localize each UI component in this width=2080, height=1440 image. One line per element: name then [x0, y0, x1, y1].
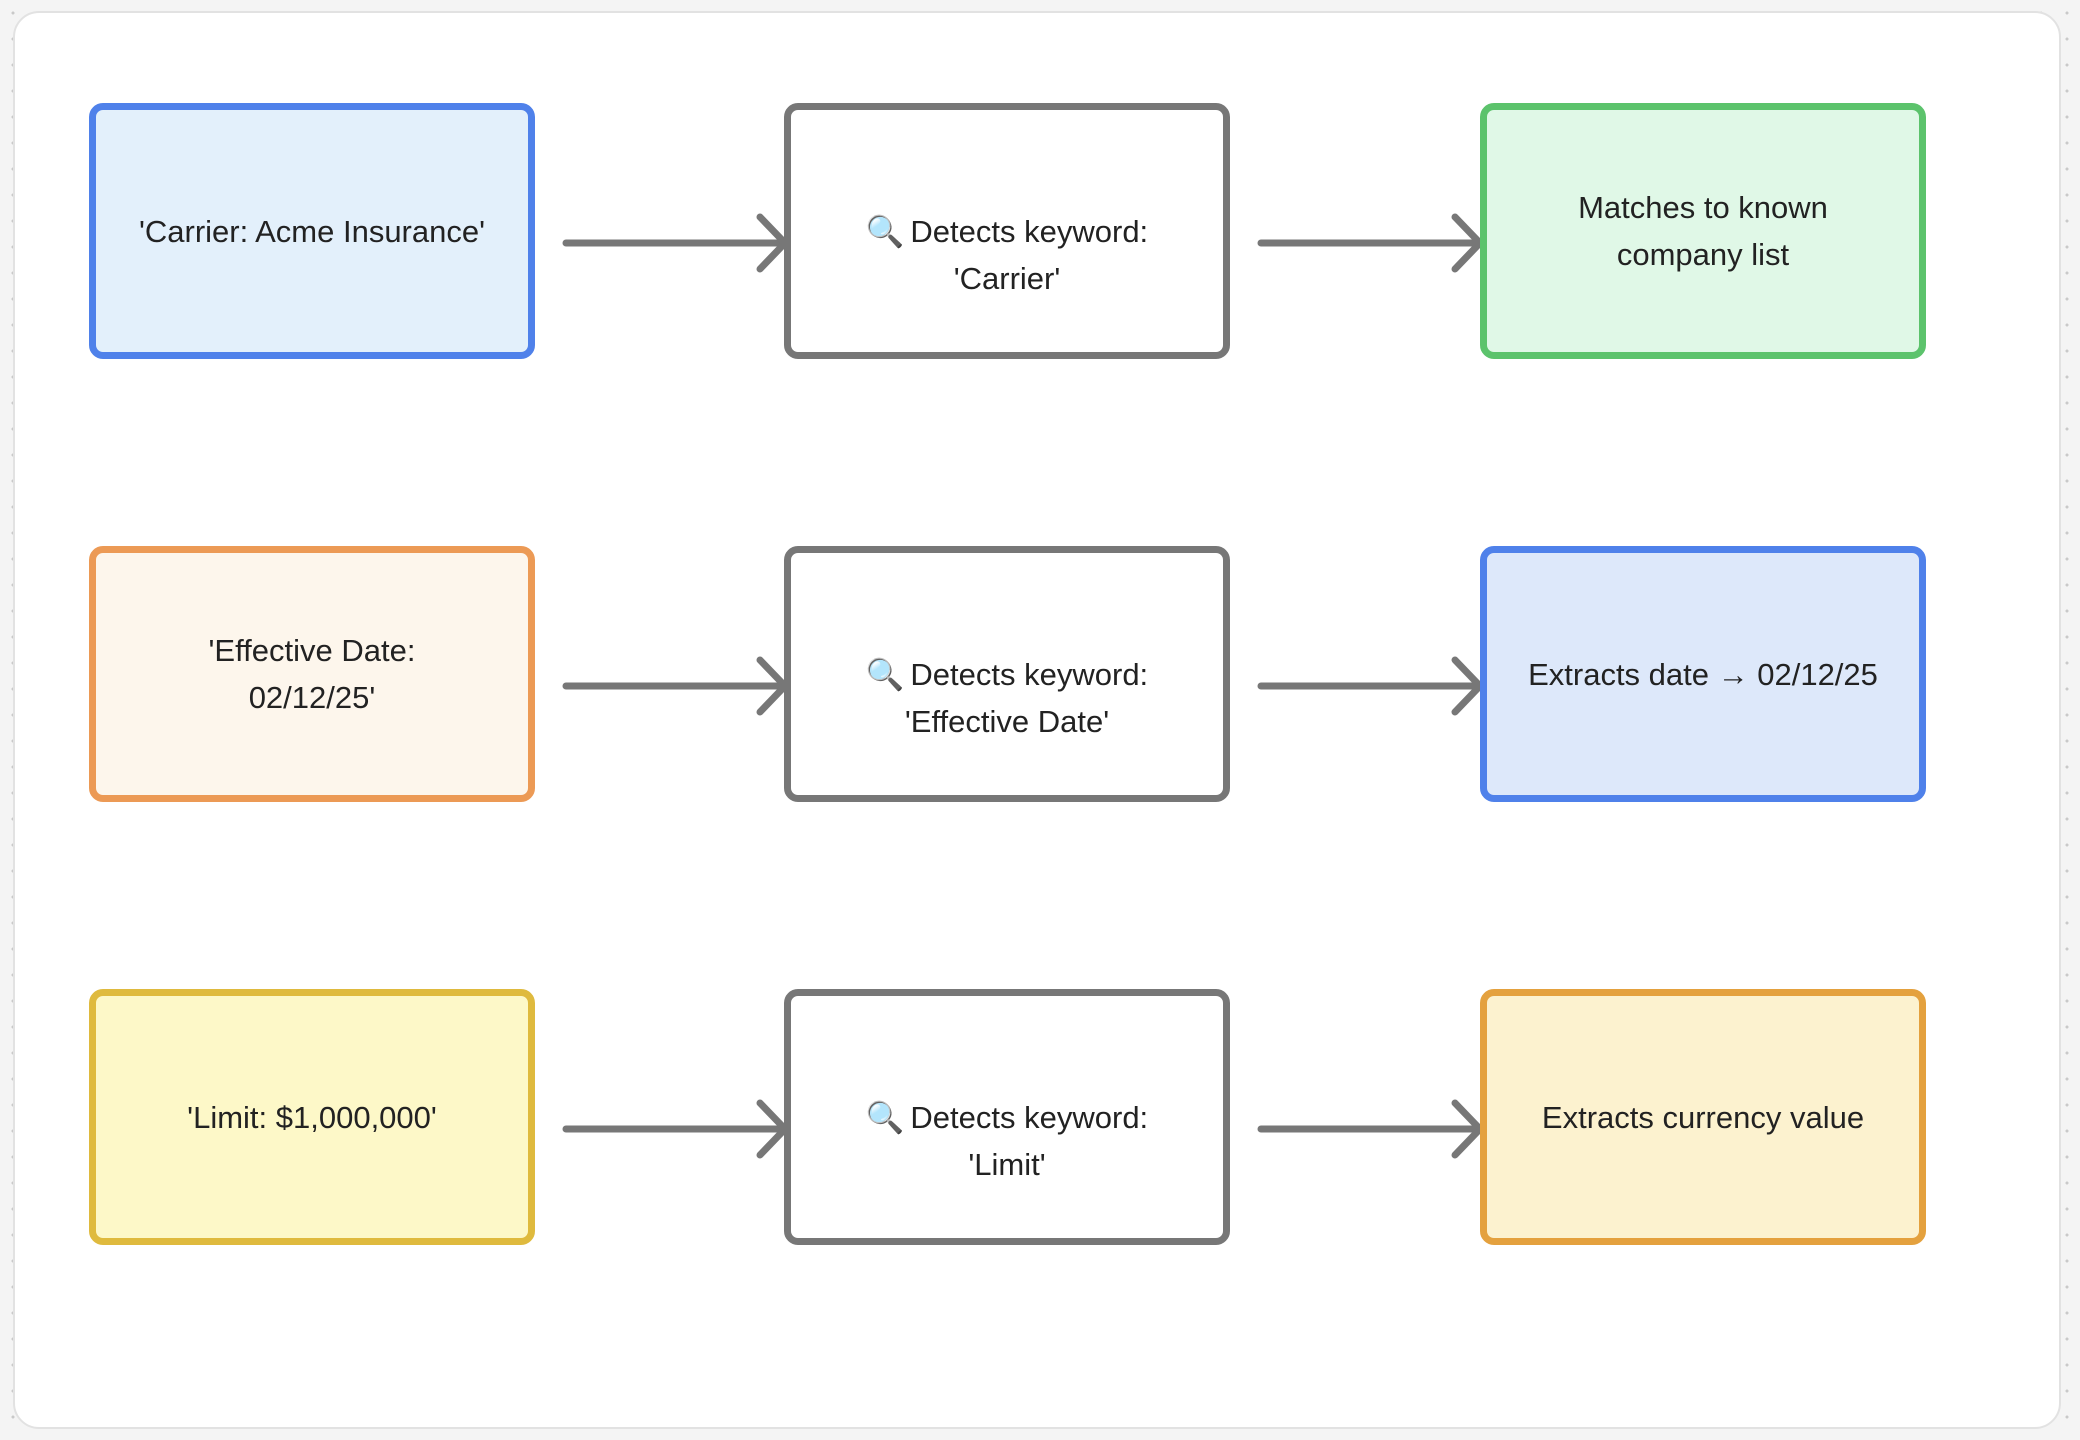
magnifier-icon: 🔍	[865, 656, 905, 692]
detect-node-label: Detects keyword: 'Limit'	[910, 1099, 1149, 1182]
result-node-date-extract: Extracts date → 02/12/25	[1480, 546, 1926, 802]
input-node-carrier: 'Carrier: Acme Insurance'	[89, 103, 535, 359]
magnifier-icon: 🔍	[865, 1099, 905, 1135]
input-node-label: 'Effective Date: 02/12/25'	[208, 633, 416, 715]
input-node-label: 'Carrier: Acme Insurance'	[138, 213, 486, 249]
result-node-label: Matches to known company list	[1578, 190, 1828, 272]
result-node-label: Extracts currency value	[1541, 1099, 1865, 1135]
input-node-label: 'Limit: $1,000,000'	[187, 1099, 437, 1135]
detect-node-limit: 🔍Detects keyword: 'Limit'	[784, 989, 1230, 1245]
detect-node-label: Detects keyword: 'Carrier'	[910, 213, 1149, 296]
detect-node-label: Detects keyword: 'Effective Date'	[904, 656, 1149, 739]
input-node-effective-date: 'Effective Date: 02/12/25'	[89, 546, 535, 802]
result-node-label: Extracts date → 02/12/25	[1528, 656, 1878, 692]
detect-node-carrier: 🔍Detects keyword: 'Carrier'	[784, 103, 1230, 359]
input-node-limit: 'Limit: $1,000,000'	[89, 989, 535, 1245]
magnifier-icon: 🔍	[865, 213, 905, 249]
detect-node-effective-date: 🔍Detects keyword: 'Effective Date'	[784, 546, 1230, 802]
result-node-company-match: Matches to known company list	[1480, 103, 1926, 359]
result-node-currency-extract: Extracts currency value	[1480, 989, 1926, 1245]
